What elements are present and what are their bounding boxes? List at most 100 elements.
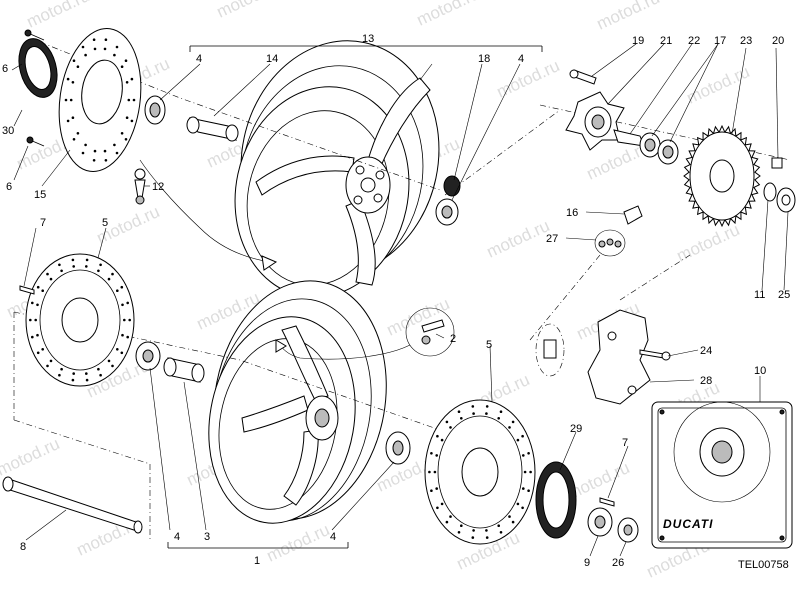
disc-hole bbox=[49, 359, 53, 363]
disc-hole bbox=[471, 536, 475, 539]
watermark-text: motod.ru bbox=[494, 56, 563, 102]
detail-box-10[interactable] bbox=[651, 401, 793, 549]
callout-11: 11 bbox=[754, 289, 765, 301]
callout-12: 12 bbox=[152, 181, 164, 193]
disc-hole bbox=[445, 520, 449, 524]
disc-hole bbox=[93, 47, 97, 51]
bearing-4-lower-left[interactable] bbox=[135, 341, 161, 371]
disc-hole bbox=[111, 272, 114, 276]
disc-hole bbox=[460, 417, 463, 420]
disc-hole bbox=[113, 143, 116, 147]
drawing-code: TEL00758 bbox=[738, 559, 789, 571]
disc-hole bbox=[107, 277, 111, 281]
callout-27: 27 bbox=[546, 233, 558, 245]
clip-27[interactable] bbox=[594, 229, 626, 257]
callout-7-left: 7 bbox=[40, 217, 46, 229]
callout-17: 17 bbox=[714, 35, 726, 47]
disc-hole bbox=[521, 506, 524, 510]
bearing-17[interactable] bbox=[639, 132, 661, 158]
disc-hole bbox=[430, 489, 433, 493]
callout-4-top-left: 4 bbox=[196, 53, 202, 65]
callout-8: 8 bbox=[20, 541, 26, 553]
disc-hole bbox=[72, 59, 76, 62]
bolt-6a[interactable] bbox=[24, 29, 45, 41]
disc-hole bbox=[49, 277, 53, 281]
disc-hole bbox=[522, 487, 525, 490]
front-axle-8[interactable] bbox=[2, 476, 143, 534]
watermark-text: motod.ru bbox=[594, 0, 663, 34]
callout-14: 14 bbox=[266, 53, 278, 65]
disc-hole bbox=[76, 132, 80, 135]
valve-12[interactable] bbox=[134, 168, 146, 205]
chain-guard-28[interactable] bbox=[587, 309, 651, 405]
spacer-3[interactable] bbox=[163, 357, 205, 383]
disc-hole bbox=[124, 138, 128, 141]
washer-25[interactable] bbox=[776, 187, 796, 213]
rear-wheel[interactable] bbox=[216, 22, 461, 313]
valve-2[interactable] bbox=[405, 307, 455, 357]
spacer-14[interactable] bbox=[186, 116, 239, 142]
callout-20: 20 bbox=[772, 35, 784, 47]
disc-hole bbox=[93, 149, 97, 153]
disc-hole bbox=[85, 378, 89, 382]
callout-19: 19 bbox=[632, 35, 644, 47]
disc-hole bbox=[46, 272, 49, 276]
disc-hole bbox=[120, 65, 124, 68]
disc-hole bbox=[85, 258, 89, 262]
disc-hole bbox=[485, 412, 488, 415]
disc-hole bbox=[81, 151, 85, 155]
ducati-logo: DUCATI bbox=[663, 517, 713, 531]
stud-19[interactable] bbox=[569, 69, 597, 85]
disc-hole bbox=[58, 263, 61, 267]
disc-hole bbox=[84, 143, 87, 147]
rear-brake-disc[interactable] bbox=[50, 23, 149, 177]
disc-hole bbox=[69, 98, 73, 102]
disc-hole bbox=[115, 45, 119, 49]
callout-21: 21 bbox=[660, 35, 672, 47]
nut-20[interactable] bbox=[771, 157, 783, 169]
bearing-4-upper-right[interactable] bbox=[435, 198, 459, 226]
spacer-17[interactable] bbox=[657, 139, 679, 165]
cush-drive-ring[interactable] bbox=[13, 34, 63, 101]
disc-hole bbox=[72, 265, 75, 268]
disc-hole bbox=[497, 524, 501, 527]
bolt-24[interactable] bbox=[639, 349, 671, 361]
bolt-6b[interactable] bbox=[26, 136, 45, 147]
leader-lines bbox=[11, 43, 789, 557]
disc-hole bbox=[430, 452, 433, 455]
disc-hole bbox=[433, 470, 437, 474]
bearing-4-upper-left[interactable] bbox=[144, 95, 166, 125]
shaft-22[interactable] bbox=[613, 129, 645, 147]
disc-hole bbox=[516, 502, 520, 506]
disc-hole bbox=[99, 263, 102, 267]
disc-hole bbox=[71, 81, 75, 84]
disc-hole bbox=[130, 77, 134, 81]
disc-hole bbox=[116, 348, 119, 351]
rear-sprocket-23[interactable] bbox=[683, 124, 761, 228]
bearing-4-lower-right[interactable] bbox=[385, 431, 411, 465]
disc-hole bbox=[92, 38, 96, 41]
disc-hole bbox=[103, 47, 107, 51]
disc-hole bbox=[36, 285, 40, 289]
watermark-text: motod.ru bbox=[684, 62, 753, 108]
bolt-7-right[interactable] bbox=[599, 497, 615, 507]
disc-hole bbox=[485, 529, 488, 532]
spacer-9[interactable] bbox=[587, 507, 613, 537]
front-wheel[interactable] bbox=[193, 267, 405, 535]
disc-hole bbox=[126, 335, 129, 339]
sprocket-carrier-21[interactable] bbox=[565, 91, 625, 151]
bolt-7-left[interactable] bbox=[19, 285, 35, 295]
tone-ring-29[interactable] bbox=[535, 461, 577, 539]
nut-26[interactable] bbox=[617, 517, 639, 543]
callout-29: 29 bbox=[570, 423, 582, 435]
front-brake-disc-left[interactable] bbox=[25, 253, 135, 387]
bush-18[interactable] bbox=[443, 175, 461, 197]
stud-16[interactable] bbox=[623, 205, 643, 225]
disc-hole bbox=[104, 38, 108, 41]
disc-hole bbox=[445, 420, 449, 424]
washer-11[interactable] bbox=[763, 182, 777, 202]
disc-hole bbox=[84, 53, 87, 57]
front-brake-disc-right[interactable] bbox=[424, 399, 536, 545]
disc-hole bbox=[31, 301, 34, 305]
